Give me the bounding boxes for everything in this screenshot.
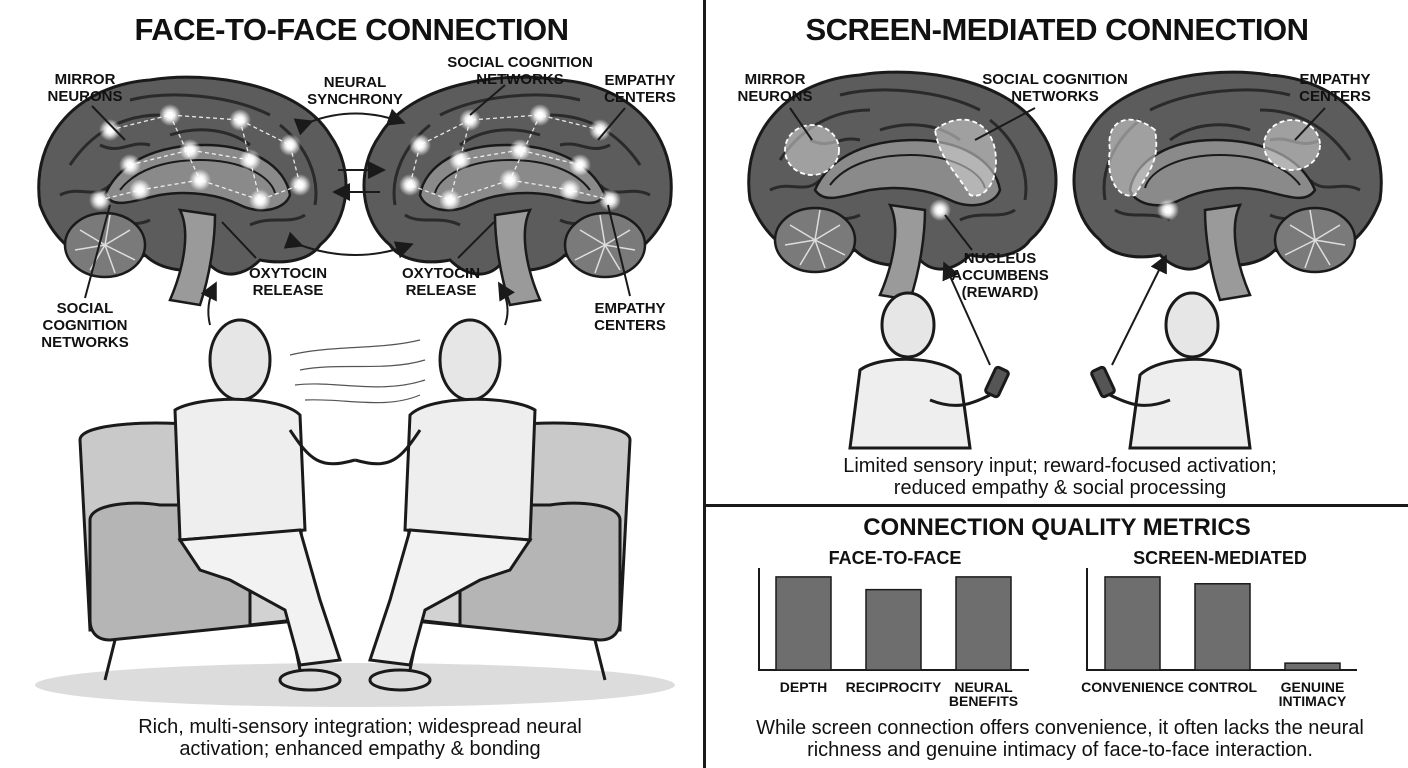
- bar-depth: [775, 576, 832, 671]
- right-panel-caption: Limited sensory input; reward-focused ac…: [843, 455, 1277, 499]
- chart-axis-1: [1086, 568, 1357, 671]
- category-label: CONTROL: [1187, 679, 1258, 695]
- bar-neural-benefits: [955, 576, 1012, 671]
- vertical-divider: [703, 0, 706, 768]
- left-panel-caption: Rich, multi-sensory integration; widespr…: [138, 716, 582, 760]
- left-panel-title: FACE-TO-FACE CONNECTION: [134, 12, 570, 47]
- label-neural-synchrony: NEURAL SYNCHRONY: [307, 74, 403, 108]
- category-label: NEURAL BENEFITS: [948, 679, 1019, 709]
- group-title-face-to-face: FACE-TO-FACE: [828, 548, 962, 568]
- bar-reciprocity: [865, 588, 922, 671]
- horizontal-divider: [706, 504, 1408, 507]
- category-label: DEPTH: [779, 679, 828, 695]
- right-panel-title: SCREEN-MEDIATED CONNECTION: [805, 12, 1309, 47]
- bar-control: [1194, 583, 1251, 671]
- category-label: RECIPROCITY: [845, 679, 942, 695]
- category-label: GENUINE INTIMACY: [1278, 679, 1347, 709]
- label-empathy-centers-right: EMPATHY CENTERS: [1299, 71, 1371, 105]
- metrics-caption: While screen connection offers convenien…: [756, 717, 1364, 761]
- group-title-screen-mediated: SCREEN-MEDIATED: [1133, 548, 1307, 568]
- bar-genuine-intimacy: [1284, 662, 1341, 671]
- label-oxytocin-release-right: OXYTOCIN RELEASE: [401, 265, 481, 299]
- label-oxytocin-release-left: OXYTOCIN RELEASE: [248, 265, 328, 299]
- label-social-cognition-bottom-left: SOCIAL COGNITION NETWORKS: [41, 300, 129, 351]
- label-mirror-neurons-right: MIRROR NEURONS: [737, 71, 813, 105]
- chart-axis-0: [758, 568, 1029, 671]
- bar-convenience: [1104, 576, 1161, 671]
- label-empathy-centers-bottom-left: EMPATHY CENTERS: [594, 300, 666, 334]
- category-label: CONVENIENCE: [1081, 679, 1184, 695]
- label-nucleus-accumbens: NUCLEUS ACCUMBENS (REWARD): [951, 250, 1049, 301]
- label-empathy-centers-top-left: EMPATHY CENTERS: [604, 72, 676, 106]
- label-social-cognition-top-left: SOCIAL COGNITION NETWORKS: [447, 54, 593, 88]
- metrics-title: CONNECTION QUALITY METRICS: [863, 514, 1251, 541]
- label-mirror-neurons-left: MIRROR NEURONS: [47, 71, 123, 105]
- label-social-cognition-right: SOCIAL COGNITION NETWORKS: [982, 71, 1128, 105]
